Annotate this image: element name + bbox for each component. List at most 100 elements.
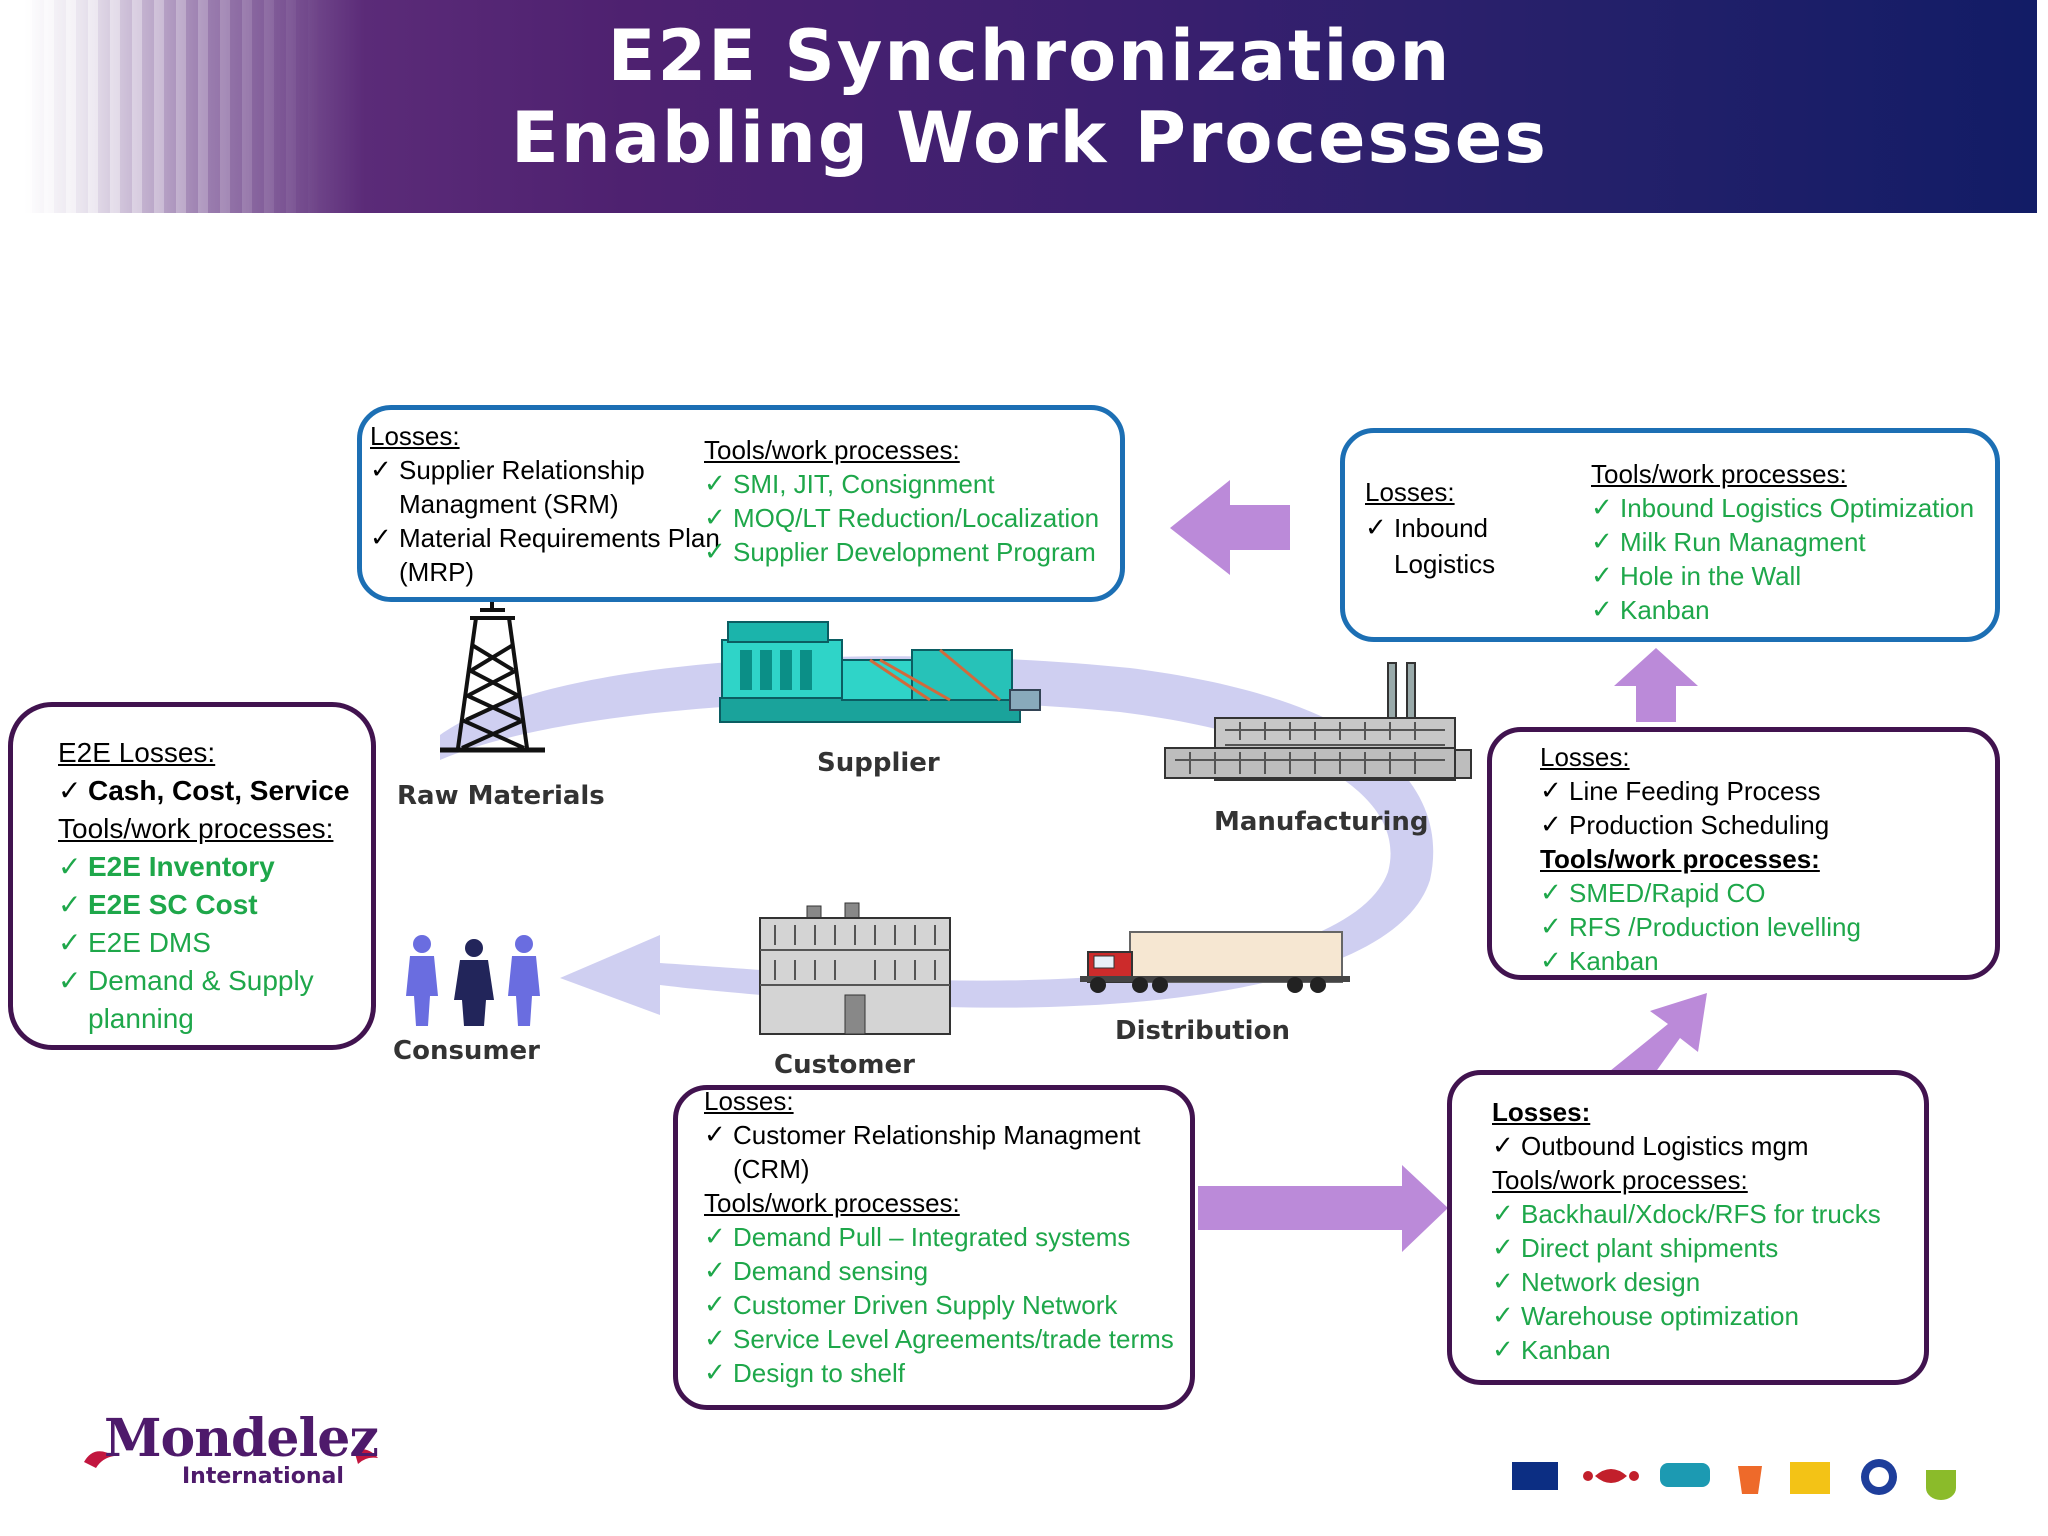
e2e-tools-label: Tools/work processes: bbox=[58, 813, 334, 844]
mondelez-logo: Mondelez International bbox=[82, 1408, 382, 1492]
check-icon: ✓ bbox=[370, 455, 392, 485]
e2e-tool-item: E2E SC Cost bbox=[88, 889, 258, 920]
check-icon: ✓ bbox=[1540, 912, 1562, 942]
customer-tool-item: Demand sensing bbox=[733, 1256, 929, 1286]
check-icon: ✓ bbox=[1492, 1199, 1514, 1229]
label-consumer: Consumer bbox=[393, 1036, 540, 1066]
outbound-losses-label: Losses: bbox=[1492, 1097, 1591, 1127]
supplier-loss-item: Material Requirements Plan bbox=[399, 523, 720, 553]
supplier-tool-item: Supplier Development Program bbox=[733, 537, 1096, 567]
manufacturing-tool-item: RFS /Production levelling bbox=[1569, 912, 1861, 942]
arrow-left bbox=[1170, 480, 1290, 575]
outbound-tool-item: Backhaul/Xdock/RFS for trucks bbox=[1521, 1199, 1881, 1229]
customer-tool-item: Design to shelf bbox=[733, 1358, 905, 1388]
factory-icon bbox=[719, 621, 1041, 723]
customer-tool-item: Demand Pull – Integrated systems bbox=[733, 1222, 1131, 1252]
supplier-tools-label: Tools/work processes: bbox=[704, 435, 960, 465]
customer-box: Losses: ✓ Customer Relationship Managmen… bbox=[673, 1085, 1195, 1410]
outbound-tool-item: Network design bbox=[1521, 1267, 1701, 1297]
check-icon: ✓ bbox=[58, 774, 82, 807]
check-icon: ✓ bbox=[1540, 776, 1562, 806]
inbound-tool-item: Milk Run Managment bbox=[1620, 527, 1866, 557]
supplier-loss-item: (MRP) bbox=[399, 557, 475, 587]
oil-derrick-icon bbox=[440, 600, 545, 753]
check-icon: ✓ bbox=[370, 523, 392, 553]
supplier-tool-item: SMI, JIT, Consignment bbox=[733, 469, 995, 499]
inbound-box: Losses: ✓ Inbound Logistics Tools/work p… bbox=[1340, 428, 2000, 642]
check-icon: ✓ bbox=[1492, 1335, 1514, 1365]
e2e-loss-item: Cash, Cost, Service bbox=[88, 775, 350, 806]
check-icon: ✓ bbox=[704, 503, 726, 533]
check-icon: ✓ bbox=[58, 964, 82, 997]
inbound-loss-item: Inbound bbox=[1394, 513, 1488, 543]
check-icon: ✓ bbox=[1591, 493, 1613, 523]
inbound-losses-label: Losses: bbox=[1365, 477, 1455, 507]
supplier-loss-item: Managment (SRM) bbox=[399, 489, 619, 519]
supplier-box: Losses: ✓ Supplier Relationship Managmen… bbox=[357, 405, 1125, 602]
brand-icons bbox=[1512, 1459, 1956, 1500]
label-customer: Customer bbox=[774, 1050, 915, 1080]
check-icon: ✓ bbox=[704, 1222, 726, 1252]
outbound-tool-item: Warehouse optimization bbox=[1521, 1301, 1799, 1331]
inbound-tool-item: Kanban bbox=[1620, 595, 1710, 625]
logo-name: Mondelez bbox=[104, 1408, 379, 1469]
outbound-loss-item: Outbound Logistics mgm bbox=[1521, 1131, 1809, 1161]
manufacturing-tool-item: SMED/Rapid CO bbox=[1569, 878, 1766, 908]
manufacturing-tools-label: Tools/work processes: bbox=[1540, 844, 1820, 874]
e2e-losses-label: E2E Losses: bbox=[58, 737, 216, 768]
customer-tool-item: Customer Driven Supply Network bbox=[733, 1290, 1118, 1320]
check-icon: ✓ bbox=[1591, 595, 1613, 625]
label-supplier: Supplier bbox=[817, 748, 940, 778]
check-icon: ✓ bbox=[704, 1120, 726, 1150]
e2e-box: E2E Losses: ✓ Cash, Cost, Service Tools/… bbox=[8, 702, 376, 1050]
check-icon: ✓ bbox=[1492, 1233, 1514, 1263]
e2e-tool-item: E2E Inventory bbox=[88, 851, 275, 882]
manufacturing-plant-icon bbox=[1164, 662, 1472, 781]
manufacturing-tool-item: Kanban bbox=[1569, 946, 1659, 976]
supplier-losses-label: Losses: bbox=[370, 421, 460, 451]
e2e-tool-item: Demand & Supply bbox=[88, 965, 314, 996]
check-icon: ✓ bbox=[704, 469, 726, 499]
outbound-tools-label: Tools/work processes: bbox=[1492, 1165, 1748, 1195]
check-icon: ✓ bbox=[704, 1324, 726, 1354]
check-icon: ✓ bbox=[58, 888, 82, 921]
title-banner: E2E Synchronization Enabling Work Proces… bbox=[22, 0, 2037, 213]
supplier-tool-item: MOQ/LT Reduction/Localization bbox=[733, 503, 1100, 533]
logo-swoosh-icon bbox=[84, 1449, 378, 1468]
inbound-loss-item: Logistics bbox=[1394, 549, 1496, 579]
customer-tool-item: Service Level Agreements/trade terms bbox=[733, 1324, 1174, 1354]
check-icon: ✓ bbox=[1540, 946, 1562, 976]
check-icon: ✓ bbox=[1492, 1131, 1514, 1161]
e2e-tool-item: E2E DMS bbox=[88, 927, 211, 958]
customer-losses-label: Losses: bbox=[704, 1086, 794, 1116]
manufacturing-losses-label: Losses: bbox=[1540, 742, 1630, 772]
check-icon: ✓ bbox=[1591, 527, 1613, 557]
check-icon: ✓ bbox=[1540, 878, 1562, 908]
check-icon: ✓ bbox=[704, 1358, 726, 1388]
outbound-tool-item: Kanban bbox=[1521, 1335, 1611, 1365]
inbound-tool-item: Inbound Logistics Optimization bbox=[1620, 493, 1975, 523]
outbound-tool-item: Direct plant shipments bbox=[1521, 1233, 1779, 1263]
title-line-1: E2E Synchronization bbox=[607, 15, 1452, 97]
check-icon: ✓ bbox=[1492, 1267, 1514, 1297]
supplier-loss-item: Supplier Relationship bbox=[399, 455, 645, 485]
label-distribution: Distribution bbox=[1115, 1016, 1290, 1046]
arrow-up bbox=[1614, 648, 1698, 722]
people-icon bbox=[406, 935, 540, 1026]
title-line-2: Enabling Work Processes bbox=[511, 97, 1548, 179]
check-icon: ✓ bbox=[1492, 1301, 1514, 1331]
manufacturing-loss-item: Line Feeding Process bbox=[1569, 776, 1821, 806]
manufacturing-box: Losses: ✓ Line Feeding Process ✓ Product… bbox=[1487, 727, 2000, 980]
customer-loss-item: (CRM) bbox=[733, 1154, 810, 1184]
check-icon: ✓ bbox=[704, 1290, 726, 1320]
logo-sub: International bbox=[182, 1464, 344, 1489]
inbound-tool-item: Hole in the Wall bbox=[1620, 561, 1802, 591]
store-building-icon bbox=[759, 902, 951, 1035]
truck-icon bbox=[1080, 931, 1350, 993]
check-icon: ✓ bbox=[704, 537, 726, 567]
arrow-right bbox=[1198, 1165, 1448, 1252]
check-icon: ✓ bbox=[704, 1256, 726, 1286]
check-icon: ✓ bbox=[1591, 561, 1613, 591]
